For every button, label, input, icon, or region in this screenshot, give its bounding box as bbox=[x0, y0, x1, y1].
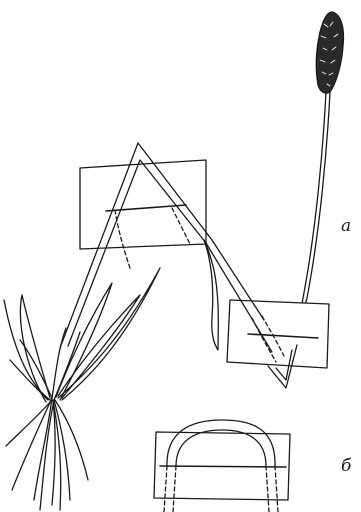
lower-card bbox=[227, 300, 329, 368]
bottom-card-strip bbox=[160, 466, 286, 467]
figure-b bbox=[154, 420, 290, 512]
label-a: а bbox=[341, 218, 351, 235]
flower-spike bbox=[316, 12, 343, 93]
hanging-leaf bbox=[204, 240, 218, 350]
roots bbox=[6, 398, 88, 510]
label-b: б bbox=[341, 458, 351, 475]
leaf-tuft bbox=[4, 268, 160, 402]
upper-card bbox=[80, 160, 206, 249]
